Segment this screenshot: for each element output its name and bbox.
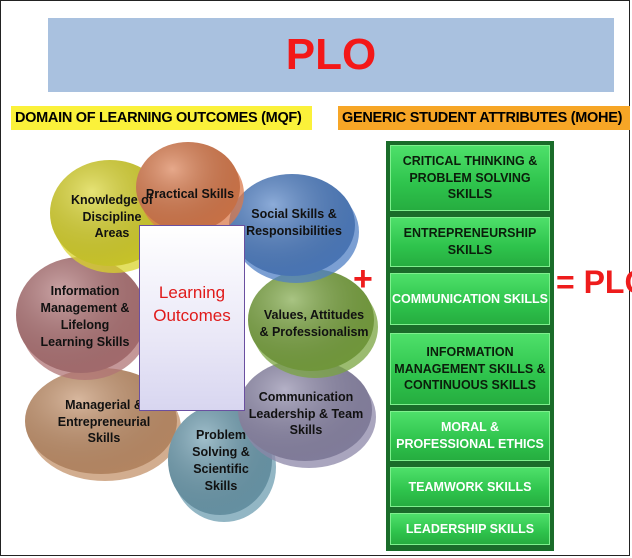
petal-label: Social Skills & Responsibilities [246,207,342,238]
petal-shine [229,174,355,276]
title-banner: PLO [48,18,614,92]
petal-label: Values, Attitudes & Professionalism [259,308,369,339]
equals-plo-label: = PLO [556,264,632,300]
attribute-box: MORAL & PROFESSIONAL ETHICS [390,411,550,461]
petal-2 [248,269,378,378]
generic-attributes-panel: CRITICAL THINKING & PROBLEM SOLVING SKIL… [386,141,554,551]
petal-3 [238,359,376,468]
petal-label: Problem Solving & Scientific Skills [192,428,250,493]
petal-1 [229,174,359,283]
petal-shine [16,257,146,373]
petal-shine [136,142,240,232]
petal-label: Information Management & Lifelong Learni… [40,284,130,349]
page-title: PLO [285,30,377,79]
attribute-box: CRITICAL THINKING & PROBLEM SOLVING SKIL… [390,145,550,211]
mohe-attributes-header: GENERIC STUDENT ATTRIBUTES (MOHE) [338,106,630,130]
petal-label: Practical Skills [145,186,235,201]
attribute-box: ENTREPRENEURSHIP SKILLS [390,217,550,267]
learning-outcomes-center: Learning Outcomes [139,225,245,411]
mqf-domain-header: DOMAIN OF LEARNING OUTCOMES (MQF) [11,106,312,130]
petal-6 [16,257,150,380]
petal-label: Managerial & Entrepreneurial Skills [57,397,151,446]
petal-shine [248,269,374,371]
petal-0 [136,142,244,239]
petal-shine [238,359,372,461]
attribute-box: COMMUNICATION SKILLS [390,273,550,325]
learning-outcomes-label: Learning Outcomes [153,283,231,325]
attribute-box: TEAMWORK SKILLS [390,467,550,507]
petal-label: Communication Leadership & Team Skills [248,389,364,438]
attribute-box: LEADERSHIP SKILLS [390,513,550,545]
plus-sign: + [353,260,373,298]
petal-label: Knowledge of Discipline Areas [71,192,153,241]
attribute-box: INFORMATION MANAGEMENT SKILLS & CONTINUO… [390,333,550,405]
